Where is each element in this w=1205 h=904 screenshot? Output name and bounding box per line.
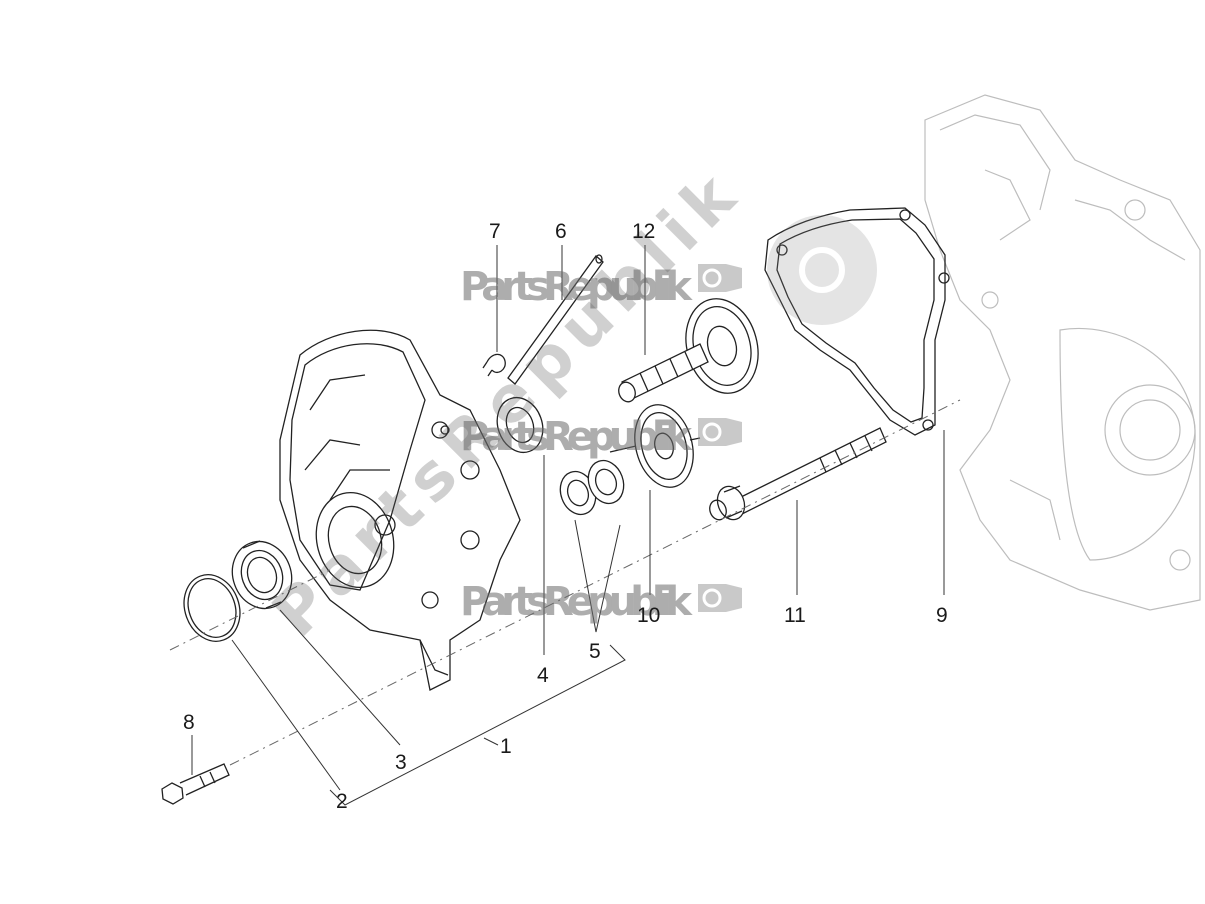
watermark-middle: PartsRepublik <box>460 414 693 460</box>
callout-10: 10 <box>637 604 660 627</box>
watermark-gear-icon <box>698 418 742 446</box>
callout-3: 3 <box>395 751 407 774</box>
driven-shaft-gear <box>618 298 759 403</box>
watermark-bottom: PartsRepublik <box>460 579 693 625</box>
callout-4: 4 <box>537 664 549 687</box>
transmission-cover <box>279 329 521 691</box>
callout-labels: 1 2 3 4 5 6 7 8 9 10 11 12 <box>183 220 948 813</box>
callout-5: 5 <box>589 640 601 663</box>
gasket <box>764 207 950 436</box>
circlip <box>183 574 241 642</box>
dowel-pin <box>507 254 604 385</box>
callout-1: 1 <box>500 735 512 758</box>
drive-shaft <box>709 427 887 521</box>
bearing-pair <box>559 459 625 516</box>
watermark-large-gear-icon <box>767 215 877 325</box>
callout-12: 12 <box>632 220 655 243</box>
callout-2: 2 <box>336 790 348 813</box>
spring-clip <box>482 353 506 377</box>
bearing-large <box>231 540 293 610</box>
callout-9: 9 <box>936 604 948 627</box>
ghost-crankcase <box>924 94 1201 611</box>
callout-8: 8 <box>183 711 195 734</box>
bolt <box>161 763 230 805</box>
callout-6: 6 <box>555 220 567 243</box>
callout-11: 11 <box>784 604 806 627</box>
callout-7: 7 <box>489 220 501 243</box>
leader-lines <box>191 245 945 806</box>
axis-lines <box>169 399 961 766</box>
oil-seal <box>496 396 544 454</box>
watermark-gear-icon <box>698 584 742 612</box>
intermediate-gear <box>609 404 701 488</box>
watermark-gear-icon <box>698 264 742 292</box>
watermark-top: PartsRepublik <box>460 264 693 310</box>
